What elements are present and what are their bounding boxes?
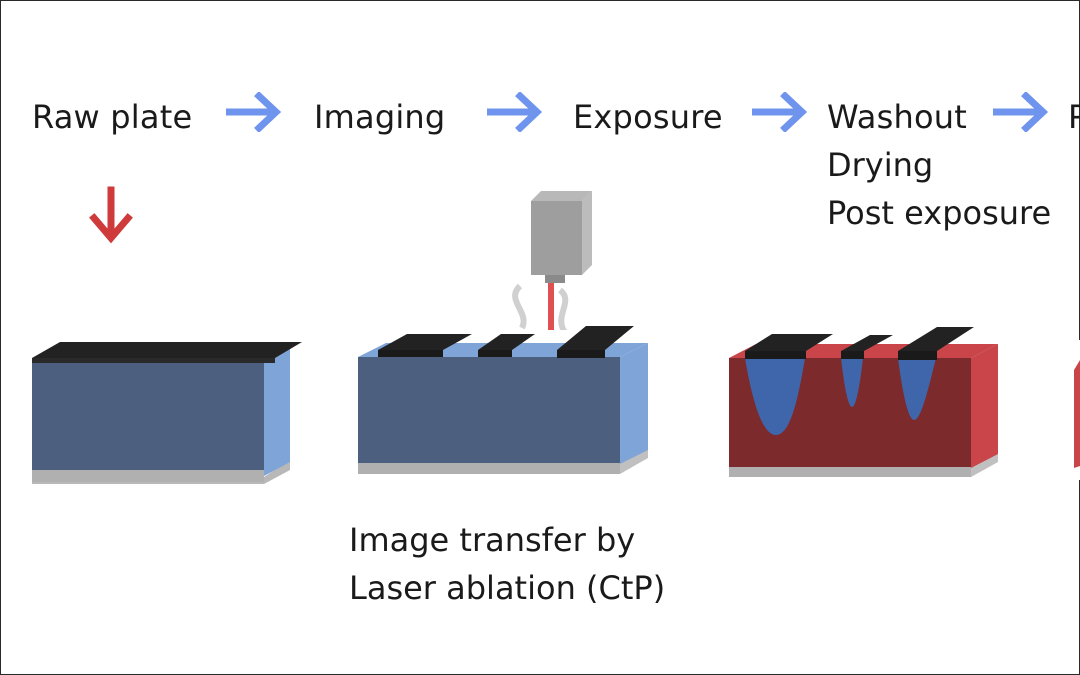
- raw-plate-block: [24, 342, 304, 485]
- imaging-caption: Image transfer by Laser ablation (CtP): [349, 516, 665, 612]
- step-drying: Drying: [827, 146, 934, 184]
- final-plate-block-cutoff: [1066, 340, 1080, 480]
- step-raw-plate: Raw plate: [32, 98, 193, 136]
- laser-head-icon: [512, 191, 592, 345]
- right-arrow-icon: [993, 92, 1049, 132]
- caption-line-1: Image transfer by: [349, 521, 636, 559]
- down-arrow-icon: [89, 186, 133, 244]
- right-arrow-icon: [226, 92, 282, 132]
- step-post-exposure: Post exposure: [827, 194, 1052, 232]
- step-cutoff: P: [1068, 98, 1080, 136]
- right-arrow-icon: [487, 92, 543, 132]
- step-washout: Washout: [827, 98, 967, 136]
- imaging-plate-block: [350, 326, 660, 480]
- caption-line-2: Laser ablation (CtP): [349, 569, 666, 607]
- step-imaging: Imaging: [314, 98, 446, 136]
- step-exposure: Exposure: [573, 98, 723, 136]
- right-arrow-icon: [752, 92, 808, 132]
- washout-plate-block: [722, 322, 1008, 480]
